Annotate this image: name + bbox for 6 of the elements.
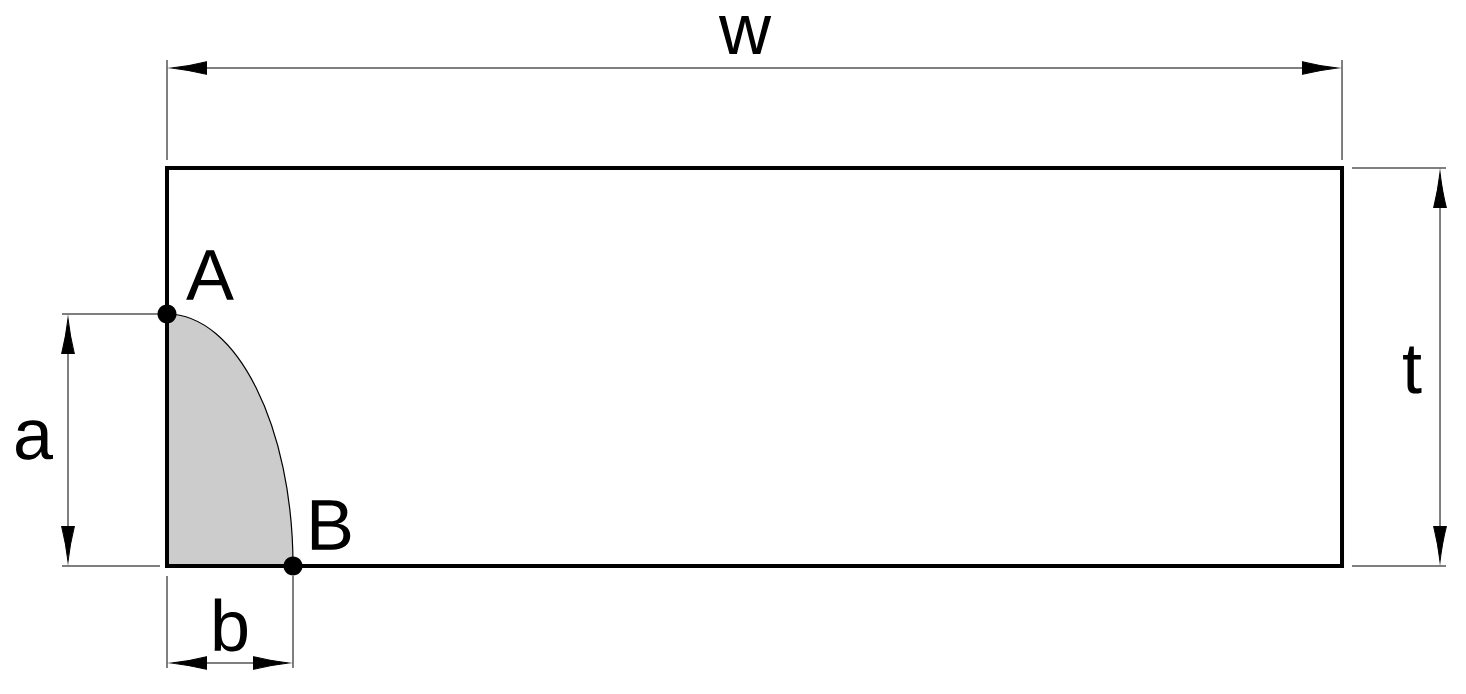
dimension-label: w — [718, 15, 772, 54]
dimension-label: a — [16, 420, 53, 460]
point-label: B — [311, 500, 351, 550]
point-label: A — [186, 250, 234, 300]
dimension-label: t — [1403, 346, 1422, 394]
dimension-label: b — [214, 598, 247, 652]
